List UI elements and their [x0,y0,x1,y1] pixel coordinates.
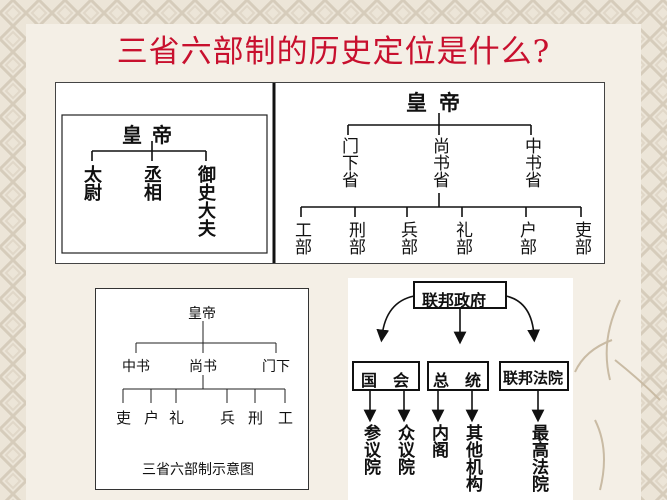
panel-c-bing: 兵 [220,409,236,427]
panel-b-gongbu: 工部 [291,221,311,255]
panel-b-hubu: 户部 [516,221,536,255]
panel-a-yushidafu: 御史大夫 [195,165,216,237]
panel-c-xing: 刑 [248,409,264,427]
panel-c-gong: 工 [278,409,294,427]
diagram-three-provinces-schematic: 皇帝 中书 尚书 门下 吏 户 礼 兵 刑 工 三省六部制示意图 [95,288,309,490]
panel-b-zhongshu: 中书省 [521,137,541,188]
diagram-han-three-ducal: 皇帝 太尉 丞相 御史大夫 皇帝 门下省 尚书省 中书省 工部 刑部 兵部 礼部… [55,82,605,264]
panel-d-president: 总 统 [433,371,482,390]
panel-c-zhongshu: 中书 [122,359,150,375]
panel-d-house: 众议院 [394,424,414,475]
diagram-federal-government: 联邦政府 国 会 总 统 联邦法院 参议院 众议院 内阁 其他机构 最高法院 [348,278,573,500]
panel-b-bingbu: 兵部 [397,221,417,255]
panel-c-caption: 三省六部制示意图 [142,462,254,478]
panel-d-senate: 参议院 [360,424,380,475]
panel-c-li: 吏 [116,409,132,427]
panel-d-other-agencies: 其他机构 [462,424,482,492]
panel-c-li2: 礼 [169,409,185,427]
panel-a-chengxiang: 丞相 [141,165,162,201]
panel-d-supreme-court: 最高法院 [528,424,548,492]
panel-b-shangshu: 尚书省 [429,137,449,188]
panel-c-hu: 户 [144,409,160,427]
panel-a-taiwei: 太尉 [81,165,102,201]
panel-d-congress: 国 会 [361,371,410,390]
panel-b-menxia: 门下省 [338,137,358,188]
page-title: 三省六部制的历史定位是什么? [116,34,551,70]
panel-b-libu-personnel: 吏部 [571,221,591,255]
panel-c-shangshu: 尚书 [189,359,217,375]
panel-a-emperor: 皇帝 [122,123,182,147]
panel-d-federal-government: 联邦政府 [422,291,487,310]
panel-d-cabinet: 内阁 [428,424,448,458]
panel-b-xingbu: 刑部 [345,221,365,255]
panel-b-emperor: 皇帝 [406,91,472,115]
panel-b-libu: 礼部 [452,221,472,255]
panel-c-emperor: 皇帝 [188,306,216,322]
panel-c-menxia: 门下 [262,359,290,375]
panel-d-federal-court: 联邦法院 [503,369,564,387]
